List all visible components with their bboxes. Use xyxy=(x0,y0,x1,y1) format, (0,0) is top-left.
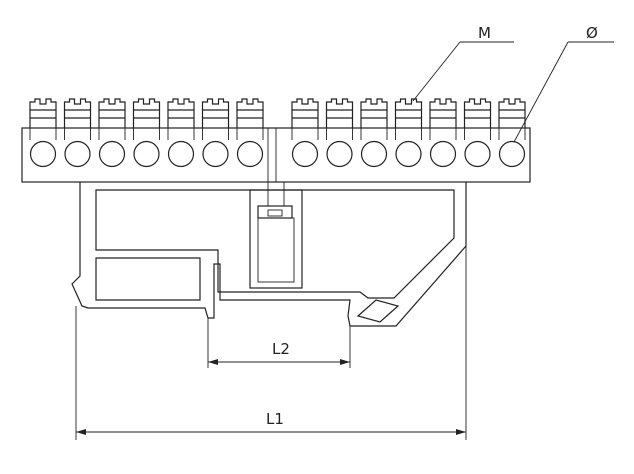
wire-hole xyxy=(167,140,195,168)
terminal-body xyxy=(463,110,492,128)
terminal-11 xyxy=(394,98,423,168)
terminal-2 xyxy=(63,98,92,168)
wire-hole xyxy=(326,140,353,168)
terminal-sleeve xyxy=(429,128,457,140)
terminal-1 xyxy=(29,98,57,168)
screw-head xyxy=(201,98,230,111)
wire-hole xyxy=(133,140,160,168)
wire-hole xyxy=(236,140,264,168)
terminal-14 xyxy=(498,98,526,168)
terminal-sleeve xyxy=(464,128,491,140)
terminal-sleeve xyxy=(326,128,353,140)
screw-head xyxy=(236,98,264,111)
terminal-body xyxy=(236,110,264,128)
mounting-base-pad xyxy=(356,299,400,323)
terminal-body xyxy=(29,110,57,128)
screw-head xyxy=(291,98,319,111)
screw-head xyxy=(29,98,57,111)
terminal-sleeve xyxy=(360,128,388,140)
terminal-body xyxy=(132,110,161,128)
terminal-3 xyxy=(98,98,126,168)
wire-hole xyxy=(202,140,229,168)
hole-label-leader xyxy=(513,41,569,143)
wire-hole xyxy=(464,140,491,168)
terminal-sleeve xyxy=(133,128,160,140)
central-connector-clip xyxy=(257,205,293,219)
screw-head xyxy=(98,98,126,111)
screw-label-leader xyxy=(412,41,461,102)
dim-l1-label: L1 xyxy=(266,410,284,428)
terminal-sleeve xyxy=(167,128,195,140)
terminal-12 xyxy=(429,98,457,168)
screw-head xyxy=(498,98,526,111)
screw-head xyxy=(360,98,388,111)
wire-hole xyxy=(291,140,319,168)
dim-l1-arrow-left xyxy=(76,429,86,435)
terminal-sleeve xyxy=(395,128,422,140)
mounting-base-inner-slot xyxy=(95,189,455,299)
mounting-base-outline xyxy=(71,182,467,327)
terminal-body xyxy=(360,110,388,128)
screw-head xyxy=(325,98,354,111)
dim-l2-arrow-right xyxy=(340,359,350,365)
dim-l2-label: L2 xyxy=(272,340,290,358)
terminal-sleeve xyxy=(98,128,126,140)
terminal-8 xyxy=(291,98,319,168)
screw-head xyxy=(63,98,92,111)
terminal-10 xyxy=(360,98,388,168)
terminal-sleeve xyxy=(202,128,229,140)
terminal-sleeve xyxy=(498,128,526,140)
screw-head xyxy=(394,98,423,111)
central-connector-latch xyxy=(267,209,283,217)
terminal-body xyxy=(167,110,195,128)
terminal-body xyxy=(201,110,230,128)
terminal-set xyxy=(29,98,526,168)
terminal-body xyxy=(429,110,457,128)
wire-hole xyxy=(395,140,422,168)
terminal-body xyxy=(291,110,319,128)
dim-l1-arrow-right xyxy=(456,429,466,435)
terminal-sleeve xyxy=(29,128,57,140)
terminal-body xyxy=(394,110,423,128)
terminal-sleeve xyxy=(64,128,91,140)
wire-hole xyxy=(498,140,526,168)
wire-hole xyxy=(29,140,57,168)
terminal-9 xyxy=(325,98,354,168)
terminal-body xyxy=(63,110,92,128)
terminal-sleeve xyxy=(236,128,264,140)
terminal-body xyxy=(325,110,354,128)
terminal-body xyxy=(98,110,126,128)
terminal-5 xyxy=(167,98,195,168)
terminal-4 xyxy=(132,98,161,168)
dim-l2-arrow-left xyxy=(208,359,218,365)
screw-head xyxy=(167,98,195,111)
wire-hole xyxy=(98,140,126,168)
terminal-13 xyxy=(463,98,492,168)
mounting-base-window xyxy=(95,257,201,301)
wire-hole xyxy=(429,140,457,168)
central-connector xyxy=(249,189,303,289)
screw-head xyxy=(463,98,492,111)
central-connector-inner xyxy=(257,217,295,283)
wire-hole xyxy=(360,140,388,168)
terminal-sleeve xyxy=(291,128,319,140)
terminal-body xyxy=(498,110,526,128)
terminal-6 xyxy=(201,98,230,168)
screw-head xyxy=(132,98,161,111)
terminal-7 xyxy=(236,98,264,168)
screw-head xyxy=(429,98,457,111)
hole-label: Ø xyxy=(586,24,598,42)
wire-hole xyxy=(64,140,91,168)
screw-label: M xyxy=(478,24,491,42)
